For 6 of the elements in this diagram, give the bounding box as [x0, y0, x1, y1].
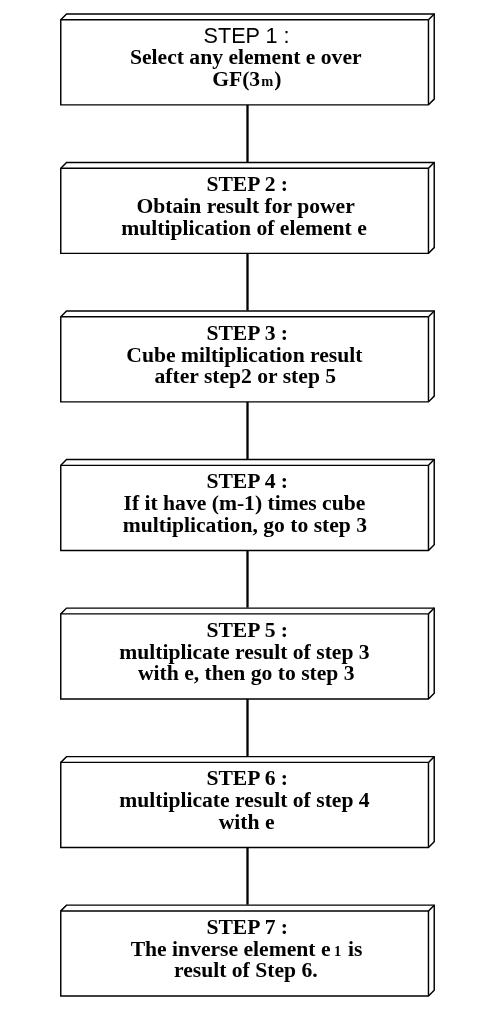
connector	[246, 402, 249, 460]
connector	[246, 699, 249, 757]
connector	[246, 253, 249, 311]
connector	[246, 550, 249, 608]
connector	[246, 847, 249, 905]
connector	[246, 104, 249, 163]
